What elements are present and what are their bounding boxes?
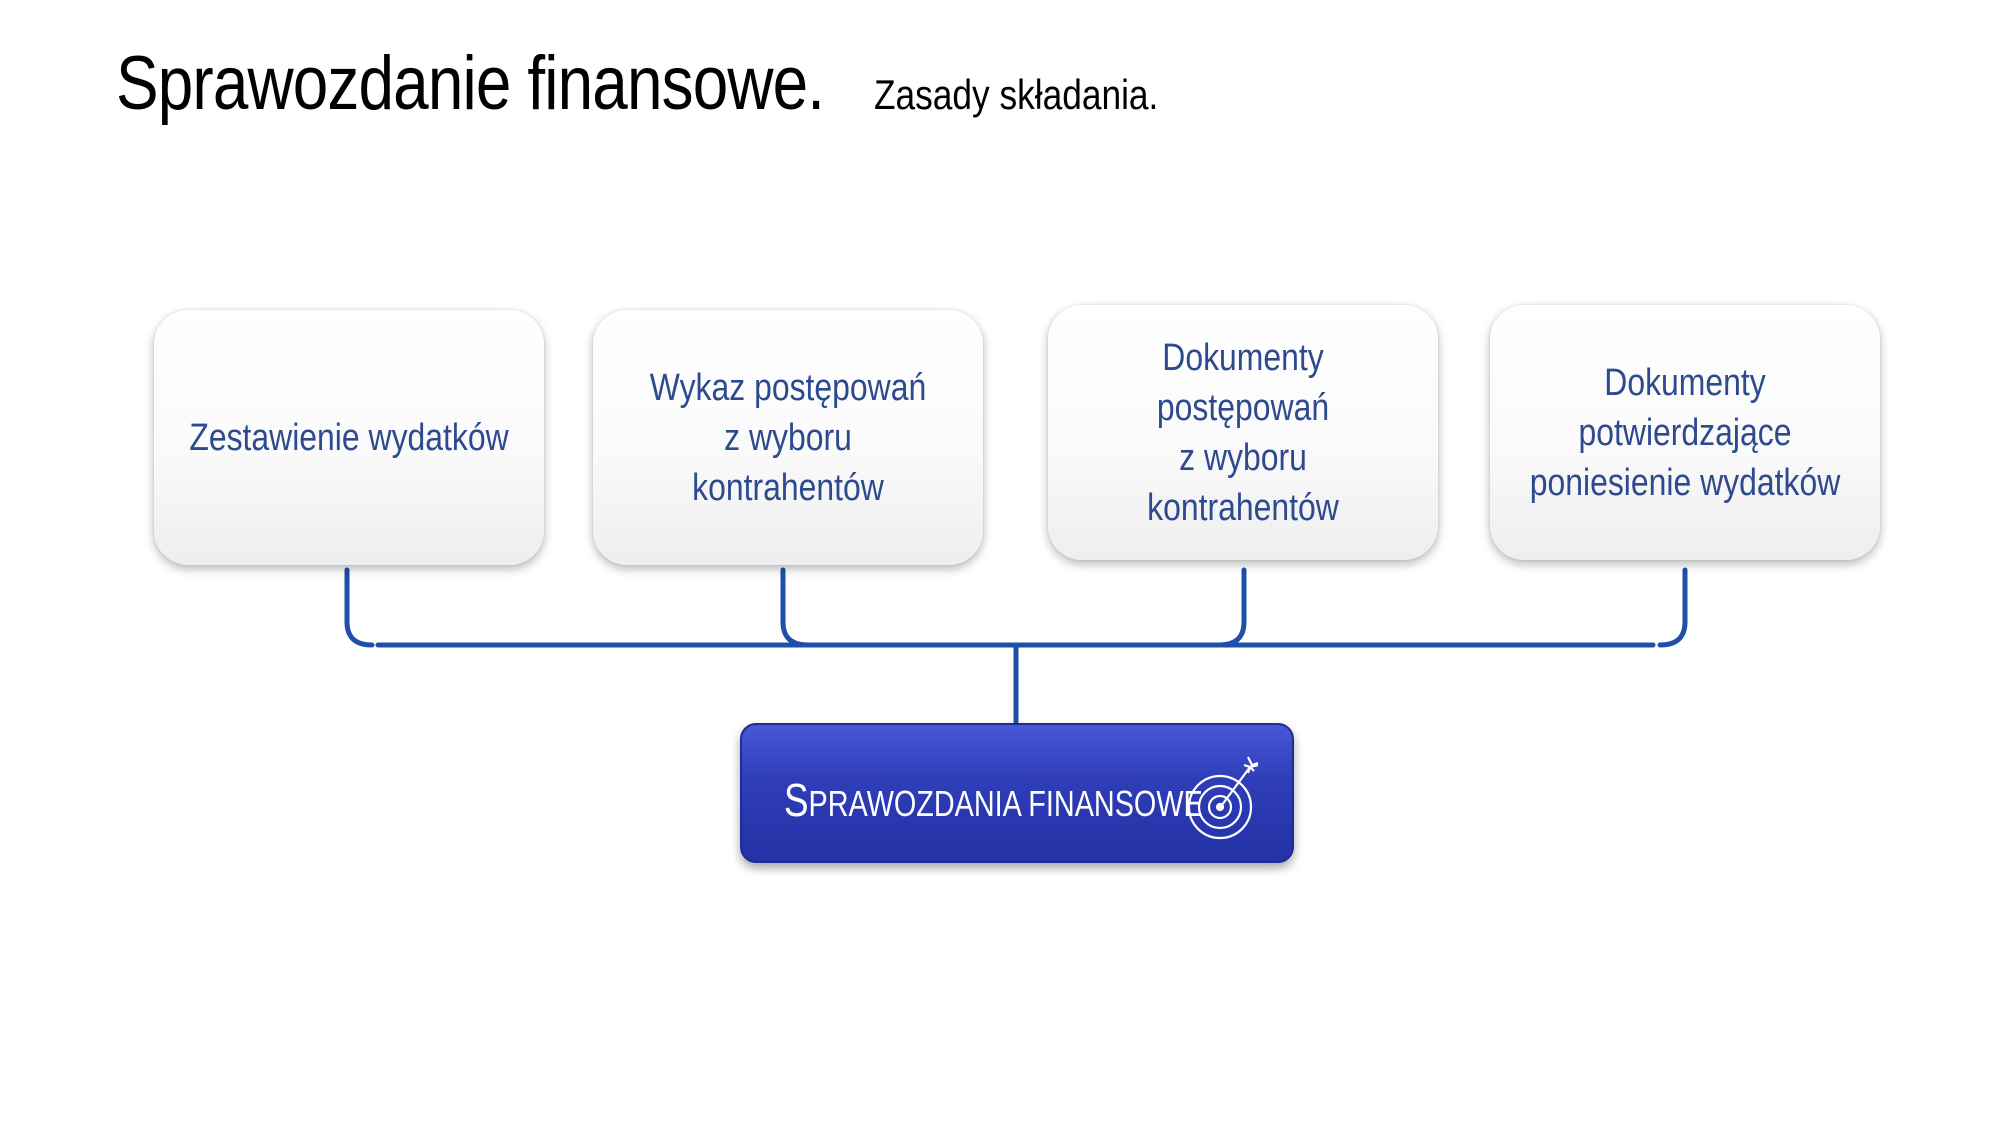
card-label: Dokumenty postępowań z wyboru kontrahent… [1147, 336, 1339, 529]
card-wykaz-postepowan: Wykaz postępowań z wyboru kontrahentów [593, 310, 983, 565]
target-label: SPRAWOZDANIA FINANSOWE [784, 773, 1203, 827]
target-label-initial: S [784, 774, 809, 826]
card-dokumenty-potwierdzajace: Dokumenty potwierdzające poniesienie wyd… [1490, 305, 1880, 560]
card-label: Wykaz postępowań z wyboru kontrahentów [649, 366, 927, 509]
title-main: Sprawozdanie finansowe. [116, 41, 825, 126]
page-title: Sprawozdanie finansowe. Zasady składania… [116, 40, 1212, 127]
title-subtitle: Zasady składania. [873, 71, 1158, 118]
card-zestawienie-wydatkow: Zestawienie wydatków [154, 310, 544, 565]
target-label-rest: PRAWOZDANIA FINANSOWE [808, 783, 1203, 824]
connector-card-4 [1657, 567, 1688, 648]
card-dokumenty-postepowan: Dokumenty postępowań z wyboru kontrahent… [1048, 305, 1438, 560]
card-label: Zestawienie wydatków [189, 416, 509, 459]
connector-card-1 [344, 567, 375, 648]
target-box-sprawozdania: SPRAWOZDANIA FINANSOWE [740, 723, 1294, 863]
card-label: Dokumenty potwierdzające poniesienie wyd… [1529, 361, 1841, 504]
connector-card-3 [1216, 567, 1247, 648]
target-with-arrow-icon [1187, 756, 1259, 840]
connector-card-2 [780, 567, 811, 648]
